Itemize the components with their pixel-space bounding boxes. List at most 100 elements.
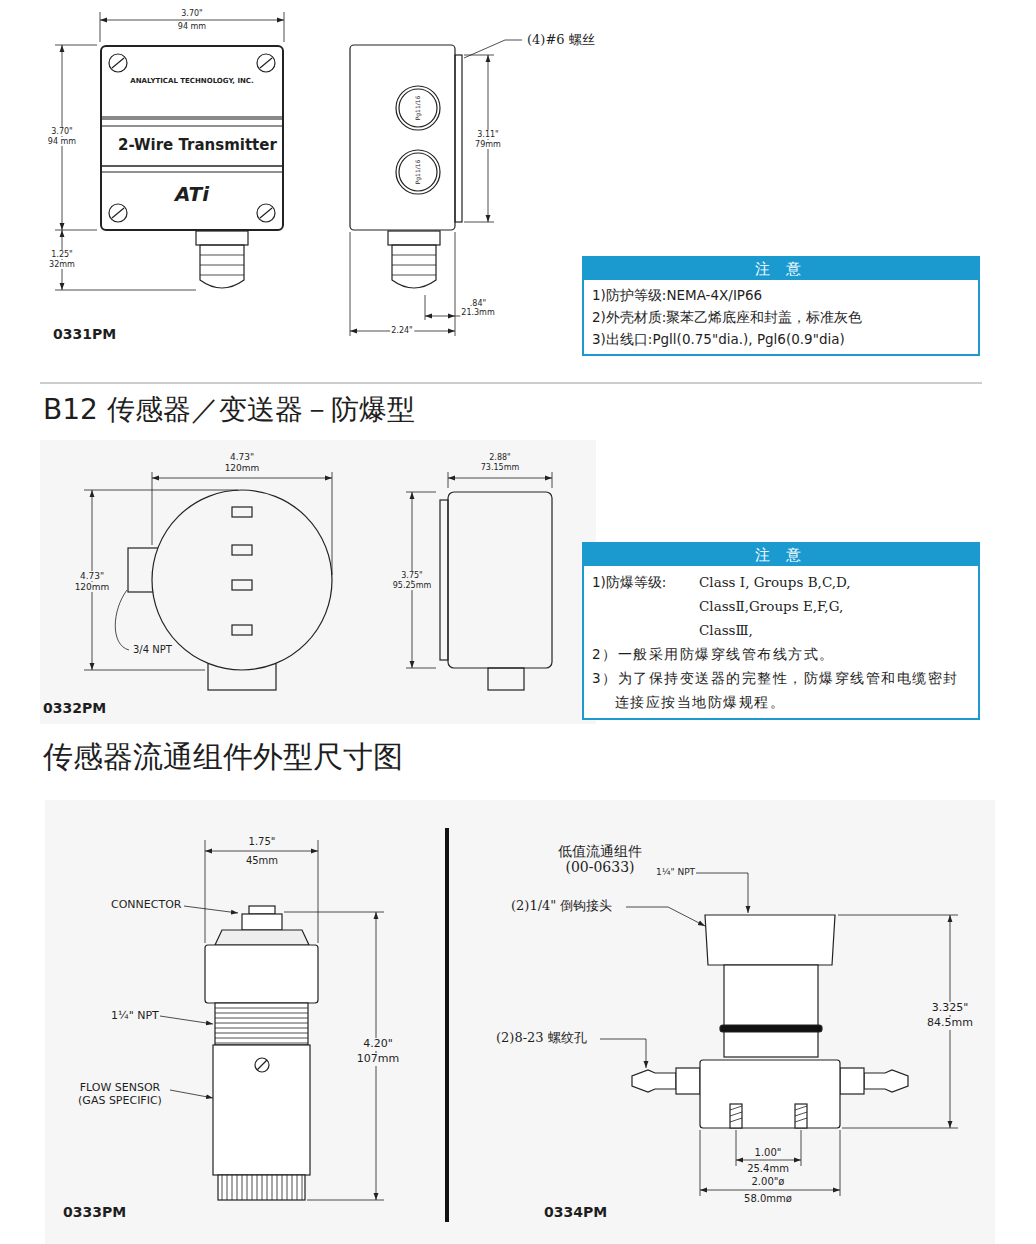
section-title: B12 传感器／变送器－防爆型 [42,394,416,426]
gland-port [399,153,437,191]
dimension-lines [406,472,552,668]
leader-line [170,1090,213,1098]
dimension-value: 2.88" [488,453,512,462]
dimension-value: 4.20" [362,1038,394,1051]
dimension-value: 79mm [474,140,502,149]
o-ring [720,1025,822,1032]
dimension-lines [600,873,958,1196]
dimension-value: 45mm [245,855,279,867]
gland-port [396,86,440,130]
fitting-hex [840,1068,864,1094]
dimension-value: 1.00" [754,1147,783,1159]
callout-label: 1¼" NPT [110,1010,160,1023]
cable-gland [392,245,436,288]
note-line: Class I, Groups B,C,D, [699,570,970,594]
section-title: 传感器流通组件外型尺寸图 [42,740,404,775]
dimension-value: 25.4mm [746,1163,790,1175]
dimension-value: 1.25" [50,250,74,259]
connector-nut [242,914,282,930]
leader-line [160,1016,213,1024]
gland-nut [196,231,248,245]
housing-outline: ANALYTICAL TECHNOLOGY, INC.2-Wire Transm… [100,45,284,231]
dimension-value: 2.00"ø [751,1176,786,1188]
figure-divider [445,828,449,1222]
gland-port [399,89,437,127]
dimension-line [736,1160,801,1161]
note-header: 注 意 [584,544,978,566]
dimension-lines [84,472,332,670]
conduit-boss [488,668,524,690]
note-box: 注 意1)防爆等级:Class I, Groups B,C,D,ClassⅡ,G… [582,542,980,720]
dimension-value: 3.70" [50,127,74,136]
label-band [102,165,282,167]
leader-line [115,590,129,650]
dimension-value: 3.75" [400,571,424,580]
thread-lines [215,1008,308,1043]
dimension-value: 120mm [74,582,111,592]
leader-line [600,1039,646,1068]
callout-label: 1¼" NPT [655,867,696,877]
figure-number: 0331PM [52,326,117,342]
dimension-value: 4.73" [229,452,255,462]
screw-slot [257,1060,267,1070]
part-name: 低值流通组件 (00-0633) [543,843,657,875]
dimension-value: 94 mm [177,22,207,31]
callout-label: 3/4 NPT [132,644,173,656]
callout-label: (2)1/4" 倒钩接头 [510,899,613,914]
extension-line [55,12,284,290]
set-screw [255,1058,269,1072]
gland-nut [388,231,440,245]
leader-line [626,907,705,926]
port-marking: Pg11/16 [415,159,421,186]
figure-number: 0332PM [42,700,107,716]
note-body: 1)防护等级:NEMA-4X/IP662)外壳材质:聚苯乙烯底座和封盖，标准灰色… [584,280,978,354]
label-band [102,126,282,127]
explosion-proof-side-view [440,492,552,690]
sensor-body [213,1045,310,1175]
drawing-panel [40,440,596,724]
dimension-value: 95.25mm [392,581,433,590]
extension-line [84,472,332,670]
dimension-line [152,478,332,479]
figure-number: 0333PM [62,1204,127,1220]
extension-line [205,840,384,1200]
dimension-lines [350,40,522,336]
connector-pin [249,906,275,914]
transmitter-front-view [102,54,282,288]
dimension-lines [55,12,284,290]
cover-slot [232,507,252,517]
sensor-cap [205,945,318,1003]
barb-fitting [632,1070,676,1092]
dimension-value: 3.11" [476,130,500,139]
note-line: 2)外壳材质:聚苯乙烯底座和封盖，标准灰色 [592,306,970,328]
note-line: ClassⅡ,Groups E,F,G, [699,594,970,618]
enclosure-lid [455,55,462,222]
callout-label: (4)#6 螺丝 [526,33,596,48]
note-line: ClassⅢ, [699,618,970,642]
note-line: 2）一般采用防爆穿线管布线方式。 [592,642,970,666]
sensor-thread [215,1003,308,1045]
extension-line [406,472,552,668]
note-box: 注 意1)防护等级:NEMA-4X/IP662)外壳材质:聚苯乙烯底座和封盖，标… [582,256,980,356]
dimension-value: .84" [469,299,487,308]
flow-cell [632,915,908,1128]
dimension-value: 3.325" [931,1002,970,1015]
dimension-value: 4.73" [79,571,105,581]
maker-name: ANALYTICAL TECHNOLOGY, INC. [130,77,253,85]
flow-sensor [205,906,318,1200]
dimension-lines [160,840,384,1200]
dimension-line [205,851,318,852]
dimension-line [100,20,284,21]
brand-logo: ATi [175,183,209,206]
leader-line [694,873,748,913]
callout-label: CONNECTOR [110,899,182,912]
note-line: 1)防护等级:NEMA-4X/IP66 [592,284,970,306]
housing-body [448,492,552,668]
cable-gland [200,245,244,288]
knurled-end [218,1175,305,1200]
port-marking: Pg11/16 [415,95,421,122]
gland-ridges [200,255,244,275]
cover-slot [232,625,252,635]
housing-outline [152,490,332,670]
dimension-line [425,316,455,317]
